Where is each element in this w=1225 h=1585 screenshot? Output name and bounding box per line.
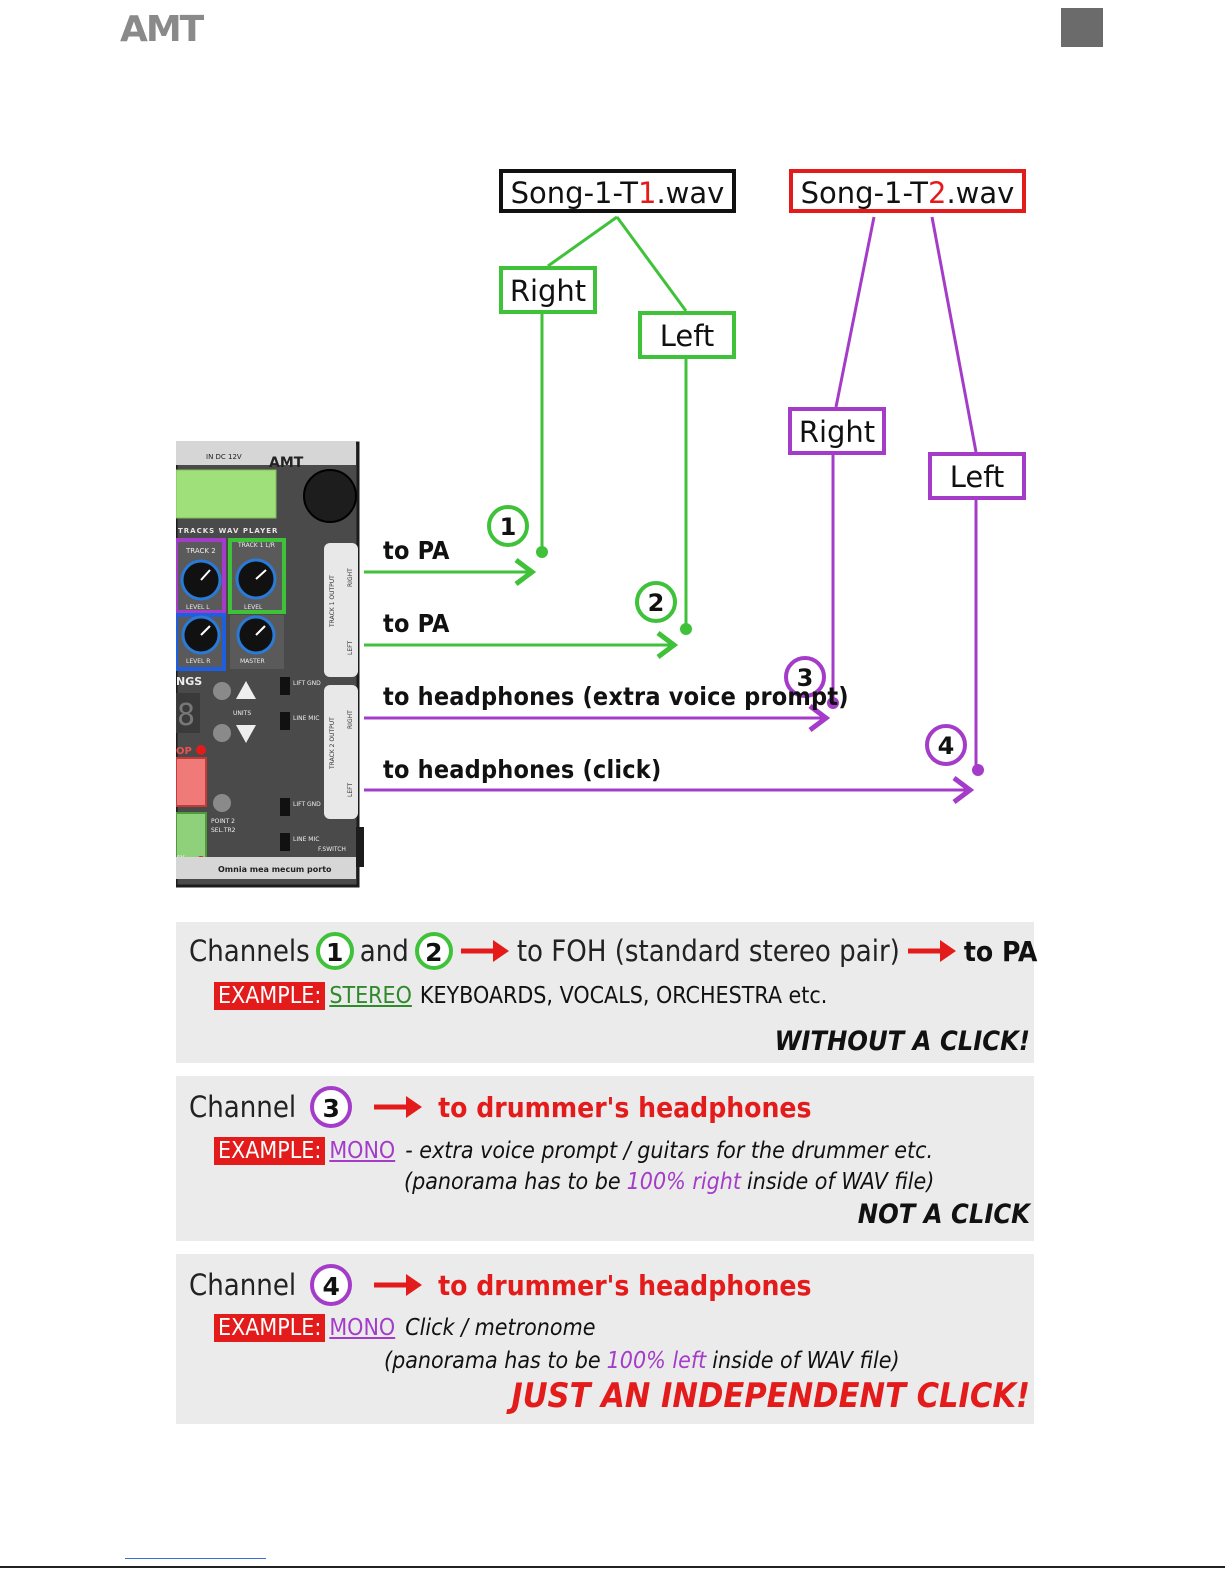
file-track2: Song-1-T2.wav [789,169,1026,213]
panorama-value: 100% left [606,1348,707,1374]
drummer-headphones-dest: to drummer's headphones [438,1268,812,1302]
route-3-number: 3 [797,664,814,692]
footer-link-underline [125,1558,266,1559]
footer-rule [0,1566,1225,1568]
panorama-text-a: (panorama has to be [404,1169,621,1195]
channel-1-badge: 1 [315,932,354,970]
route-1-label: to PA [383,536,450,565]
track2-arrowheads [808,704,975,804]
panorama-text-c: inside of WAV file) [712,1348,900,1374]
example-text: Click / metronome [405,1315,596,1341]
channel-3-badge: 3 [310,1086,353,1128]
svg-text:AMT: AMT [120,9,205,48]
seven-seg-digit: 8 [177,698,195,733]
note-independent-click: JUST AN INDEPENDENT CLICK! [511,1376,1030,1416]
knob-label-level-r: LEVEL R [186,658,210,665]
route-2-circle [635,581,677,623]
units-label: UNITS [233,710,251,717]
to-pa-final: to PA [963,934,1038,968]
device-big-knob [303,469,357,523]
lift-gnd-label-1: LIFT GND [293,680,321,687]
track1-right-box: Right [499,266,597,314]
route-number-circles [487,505,967,766]
line-mic-label-2: LINE MIC [293,836,319,843]
panorama-text-a: (panorama has to be [384,1348,601,1374]
amt-logo: AMT [120,9,207,48]
route-4-circle [925,724,967,766]
example-type-stereo: STEREO [329,983,412,1009]
routing-diagram: 1 2 3 4 [364,215,984,804]
route-4-label: to headphones (click) [383,755,662,784]
route-1-number: 1 [500,513,517,541]
track1-connectors [364,215,688,647]
route-3-label: to headphones (extra voice prompt) [383,682,849,711]
track1-output-label: TRACK 1 OUTPUT [329,575,336,628]
device-brand: AMT [269,455,304,471]
knob-label-master: MASTER [240,658,265,665]
route-2-label: to PA [383,609,450,638]
t2-left-jack-label: LEFT [347,783,354,797]
stop-partial-label: OP [176,746,192,757]
example-text: KEYBOARDS, VOCALS, ORCHESTRA etc. [419,983,828,1009]
note-not-click: NOT A CLICK [857,1199,1030,1230]
track2-right-box: Right [788,407,886,455]
knob-label-track1: TRACK 1 L/R [237,542,275,549]
page-marker [1061,8,1103,47]
drummer-headphones-dest: to drummer's headphones [438,1090,812,1124]
channel-word: Channel [189,1090,297,1124]
foh-destination: to FOH (standard stereo pair) [516,934,900,968]
info-panel-channel-4: Channel 4 to drummer's headphones EXAMPL… [176,1254,1034,1424]
device-power-label: IN DC 12V [206,453,242,461]
track2-dots [827,697,984,776]
example-tag: EXAMPLE: [214,1137,326,1165]
sel-tr2-label: SEL.TR2 [211,827,236,834]
track2-connectors [364,216,978,792]
channel-2-badge: 2 [414,932,453,970]
panorama-text-c: inside of WAV file) [746,1169,935,1195]
info-panel-channel-3: Channel 3 to drummer's headphones EXAMPL… [176,1076,1034,1241]
fswitch-label: F.SWITCH [318,846,346,853]
red-arrow-icon [907,940,956,962]
example-tag: EXAMPLE: [214,1314,326,1342]
route-2-number: 2 [648,589,665,617]
red-arrow-icon [460,940,509,962]
example-type-mono: MONO [329,1315,396,1341]
route-4-number: 4 [938,732,955,760]
settings-partial-label: NGS [176,675,202,688]
point2-label: POINT 2 [211,818,235,825]
channels-word: Channels [189,934,310,968]
t1-right-jack-label: RIGHT [347,568,354,587]
example-text: - extra voice prompt / guitars for the d… [405,1138,934,1164]
track1-arrowheads [514,558,679,659]
info-panel-channels-1-2: Channels 1 and 2 to FOH (standard stereo… [176,922,1037,1063]
example-tag: EXAMPLE: [214,982,326,1010]
knob-label-level-l: LEVEL L [186,604,210,611]
channel-word: Channel [189,1268,297,1302]
lift-gnd-label-2: LIFT GND [293,801,321,808]
channel-4-badge: 4 [310,1264,353,1306]
example-type-mono: MONO [329,1138,396,1164]
device-motto: Omnia mea mecum porto [218,865,332,874]
t2-right-jack-label: RIGHT [347,710,354,729]
track2-output-label: TRACK 2 OUTPUT [329,717,336,770]
line-mic-label-1: LINE MIC [293,715,319,722]
track2-left-box: Left [928,452,1026,500]
track1-dots [536,546,692,635]
panorama-value: 100% right [626,1169,741,1195]
route-1-circle [487,505,529,547]
file-track1: Song-1-T1.wav [499,169,736,213]
route-3-circle [784,656,826,698]
track1-left-box: Left [638,311,736,359]
red-arrow-icon [374,1274,423,1296]
note-without-click: WITHOUT A CLICK! [774,1026,1030,1057]
wav-player-device: IN DC 12V AMT TRACKS WAV PLAYER TRACK 2 … [176,441,364,888]
knob-label-track2: TRACK 2 [185,547,216,555]
device-title: TRACKS WAV PLAYER [178,527,278,535]
and-word: and [359,934,409,968]
red-arrow-icon [374,1096,423,1118]
t1-left-jack-label: LEFT [347,641,354,655]
knob-label-level: LEVEL [244,604,263,611]
